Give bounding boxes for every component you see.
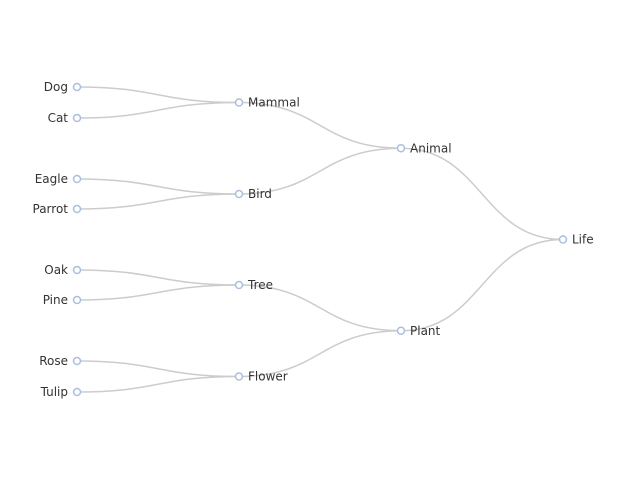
edge-animal-bird	[238, 147, 402, 195]
tree-node-life[interactable]: Life	[558, 233, 594, 247]
tree-node-pine[interactable]: Pine	[43, 293, 82, 307]
tree-node-tulip[interactable]: Tulip	[40, 385, 82, 399]
node-circle-icon[interactable]	[72, 204, 82, 214]
edge-life-plant	[400, 238, 564, 332]
edge-bird-eagle	[76, 178, 240, 195]
edge-animal-mammal	[238, 101, 402, 149]
node-circle-icon[interactable]	[72, 356, 82, 366]
node-label: Mammal	[248, 96, 300, 110]
node-circle-icon[interactable]	[234, 98, 244, 107]
node-circle-icon[interactable]	[396, 144, 406, 153]
node-circle-icon[interactable]	[72, 113, 82, 123]
node-label: Oak	[44, 263, 68, 277]
node-label: Bird	[248, 187, 272, 201]
edge-mammal-cat	[76, 101, 240, 119]
node-circle-icon[interactable]	[396, 326, 406, 335]
node-label: Cat	[48, 111, 69, 125]
tree-node-tree[interactable]: Tree	[234, 278, 274, 292]
node-circle-icon[interactable]	[72, 82, 82, 92]
node-label: Plant	[410, 324, 441, 338]
edge-tree-oak	[76, 269, 240, 286]
edges	[76, 86, 564, 393]
node-circle-icon[interactable]	[72, 174, 82, 184]
tree-node-eagle[interactable]: Eagle	[35, 172, 82, 186]
tree-node-parrot[interactable]: Parrot	[33, 202, 82, 216]
node-circle-icon[interactable]	[72, 295, 82, 305]
edge-tree-pine	[76, 284, 240, 301]
node-label: Tree	[247, 278, 273, 292]
tree-node-bird[interactable]: Bird	[234, 187, 272, 201]
edge-mammal-dog	[76, 86, 240, 104]
node-label: Pine	[43, 293, 68, 307]
edge-plant-flower	[238, 330, 402, 378]
node-label: Animal	[410, 141, 452, 155]
node-circle-icon[interactable]	[72, 387, 82, 397]
node-circle-icon[interactable]	[234, 372, 244, 381]
node-circle-icon[interactable]	[558, 235, 568, 244]
tree-node-flower[interactable]: Flower	[234, 370, 288, 384]
node-circle-icon[interactable]	[234, 280, 244, 290]
edge-flower-rose	[76, 360, 240, 378]
edge-life-animal	[400, 147, 564, 241]
node-label: Tulip	[40, 385, 68, 399]
node-label: Flower	[248, 370, 288, 384]
node-circle-icon[interactable]	[234, 189, 244, 199]
tree-node-mammal[interactable]: Mammal	[234, 96, 300, 110]
edge-flower-tulip	[76, 375, 240, 393]
tree-node-animal[interactable]: Animal	[396, 141, 452, 155]
node-label: Rose	[39, 354, 68, 368]
node-label: Life	[572, 233, 594, 247]
tree-node-oak[interactable]: Oak	[44, 263, 82, 277]
node-label: Parrot	[33, 202, 69, 216]
edge-bird-parrot	[76, 193, 240, 210]
edge-plant-tree	[238, 284, 402, 332]
tree-node-rose[interactable]: Rose	[39, 354, 82, 368]
tree-node-plant[interactable]: Plant	[396, 324, 441, 338]
node-label: Dog	[44, 80, 68, 94]
tree-node-cat[interactable]: Cat	[48, 111, 82, 125]
node-circle-icon[interactable]	[72, 265, 82, 275]
node-label: Eagle	[35, 172, 68, 186]
tree-node-dog[interactable]: Dog	[44, 80, 82, 94]
